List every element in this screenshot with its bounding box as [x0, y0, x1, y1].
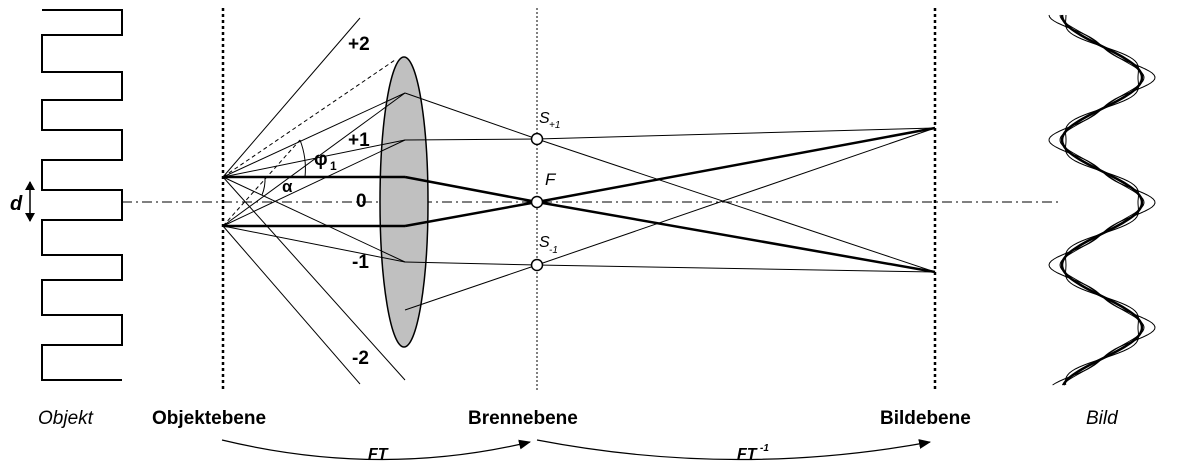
- label-objekt: Objekt: [38, 408, 94, 429]
- label-order-0: 0: [356, 191, 367, 212]
- label-brennebene: Brennebene: [468, 408, 578, 429]
- label-ft-inverse-sup: -1: [760, 443, 769, 454]
- label-bild: Bild: [1086, 408, 1119, 429]
- label-bildebene: Bildebene: [880, 408, 971, 429]
- label-s-minus-sub: -1: [549, 245, 558, 256]
- label-s-minus: S: [539, 234, 550, 251]
- label-alpha: α: [282, 177, 293, 196]
- label-order-minus2: -2: [352, 348, 369, 369]
- ft-arrow: [221, 439, 531, 461]
- diffraction-rays-lower: [222, 92, 406, 385]
- focal-point-f: [530, 195, 544, 209]
- label-order-plus2: +2: [348, 34, 370, 55]
- label-phi-sub: 1: [330, 159, 337, 173]
- label-s-plus-sub: +1: [549, 120, 560, 131]
- ft-inverse-arrow: [536, 439, 931, 461]
- label-ft: FT: [368, 446, 389, 463]
- label-objektebene: Objektebene: [152, 408, 266, 429]
- image-waves: [1048, 14, 1156, 386]
- focal-point-s-plus: [530, 132, 544, 146]
- label-phi: φ: [314, 149, 328, 170]
- lens: [379, 56, 429, 348]
- d-marker: [25, 181, 35, 222]
- label-order-plus1: +1: [348, 130, 370, 151]
- zero-order-rays: [223, 126, 936, 274]
- label-order-minus1: -1: [352, 252, 369, 273]
- alpha-arc: [261, 176, 266, 196]
- focal-point-s-minus: [530, 258, 544, 272]
- rays-after-lens: [404, 92, 936, 311]
- object-grating: [41, 9, 123, 381]
- label-ft-inverse: FT: [737, 446, 758, 463]
- diffraction-rays-upper: [222, 17, 406, 381]
- phi-arc: [299, 139, 306, 178]
- label-s-plus: S: [539, 110, 550, 127]
- label-f: F: [545, 170, 557, 189]
- label-d: d: [10, 193, 23, 215]
